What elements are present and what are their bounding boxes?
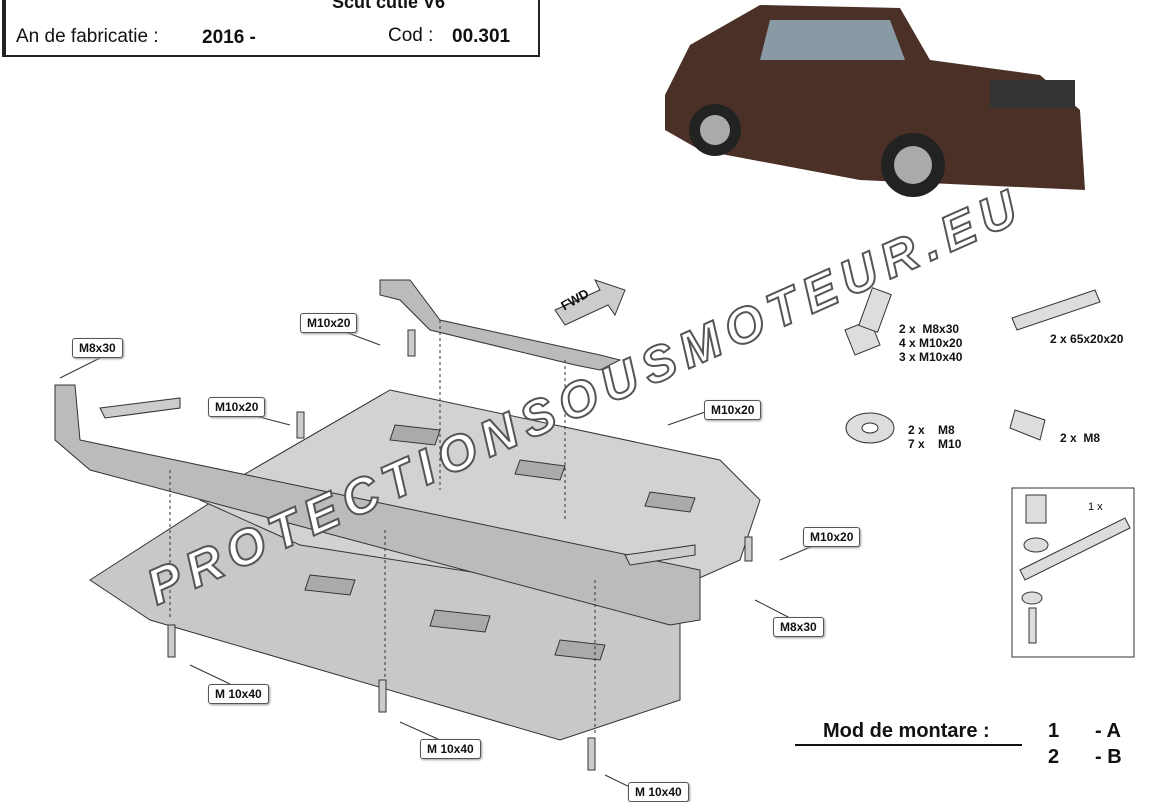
header-box: Scut cutie V6 An de fabricatie : 2016 - …	[2, 0, 540, 57]
callout-m10x20-top: M10x20	[300, 313, 358, 333]
mounting-num-1: 1	[1048, 720, 1060, 742]
mounting-val-1: - A	[1095, 720, 1121, 742]
callout-m8x30-right: M8x30	[773, 617, 824, 637]
year-label: An de fabricatie :	[16, 26, 159, 47]
callout-m10x40-right: M 10x40	[628, 782, 689, 802]
inset-box	[1011, 487, 1135, 658]
kit-bolt-1: 2 x M8x30	[899, 322, 960, 336]
mounting-num-2: 2	[1048, 746, 1060, 768]
upper-plate	[198, 389, 761, 601]
top-bracket	[379, 279, 622, 371]
callout-m10x20-side: M10x20	[803, 527, 861, 547]
callout-m10x20-right: M10x20	[704, 400, 762, 420]
kit-washer-2: 7 x M10	[908, 437, 962, 451]
kit-bolt-2: 4 x M10x20	[899, 336, 963, 350]
kit-nut: 2 x M8	[1060, 431, 1101, 445]
fwd-arrow	[554, 279, 626, 326]
kit-washer-1: 2 x M8	[908, 423, 955, 437]
year-value: 2016 -	[202, 27, 256, 48]
kit-icons	[844, 287, 1101, 444]
truck-image	[665, 5, 1085, 197]
callout-m8x30-left: M8x30	[72, 338, 123, 358]
callout-m10x40-left: M 10x40	[208, 684, 269, 704]
kit-spacer: 2 x 65x20x20	[1050, 332, 1124, 346]
callout-m10x40-center: M 10x40	[420, 739, 481, 759]
mounting-label: Mod de montare :	[823, 720, 990, 742]
code-label: Cod :	[388, 25, 434, 46]
mounting-val-2: - B	[1095, 746, 1122, 768]
front-crossbar	[54, 384, 701, 626]
code-value: 00.301	[452, 26, 511, 47]
inset-qty: 1 x	[1088, 501, 1103, 513]
product-title: Scut cutie V6	[332, 0, 446, 12]
callout-m10x20-left: M10x20	[208, 397, 266, 417]
kit-bolt-3: 3 x M10x40	[899, 350, 963, 364]
